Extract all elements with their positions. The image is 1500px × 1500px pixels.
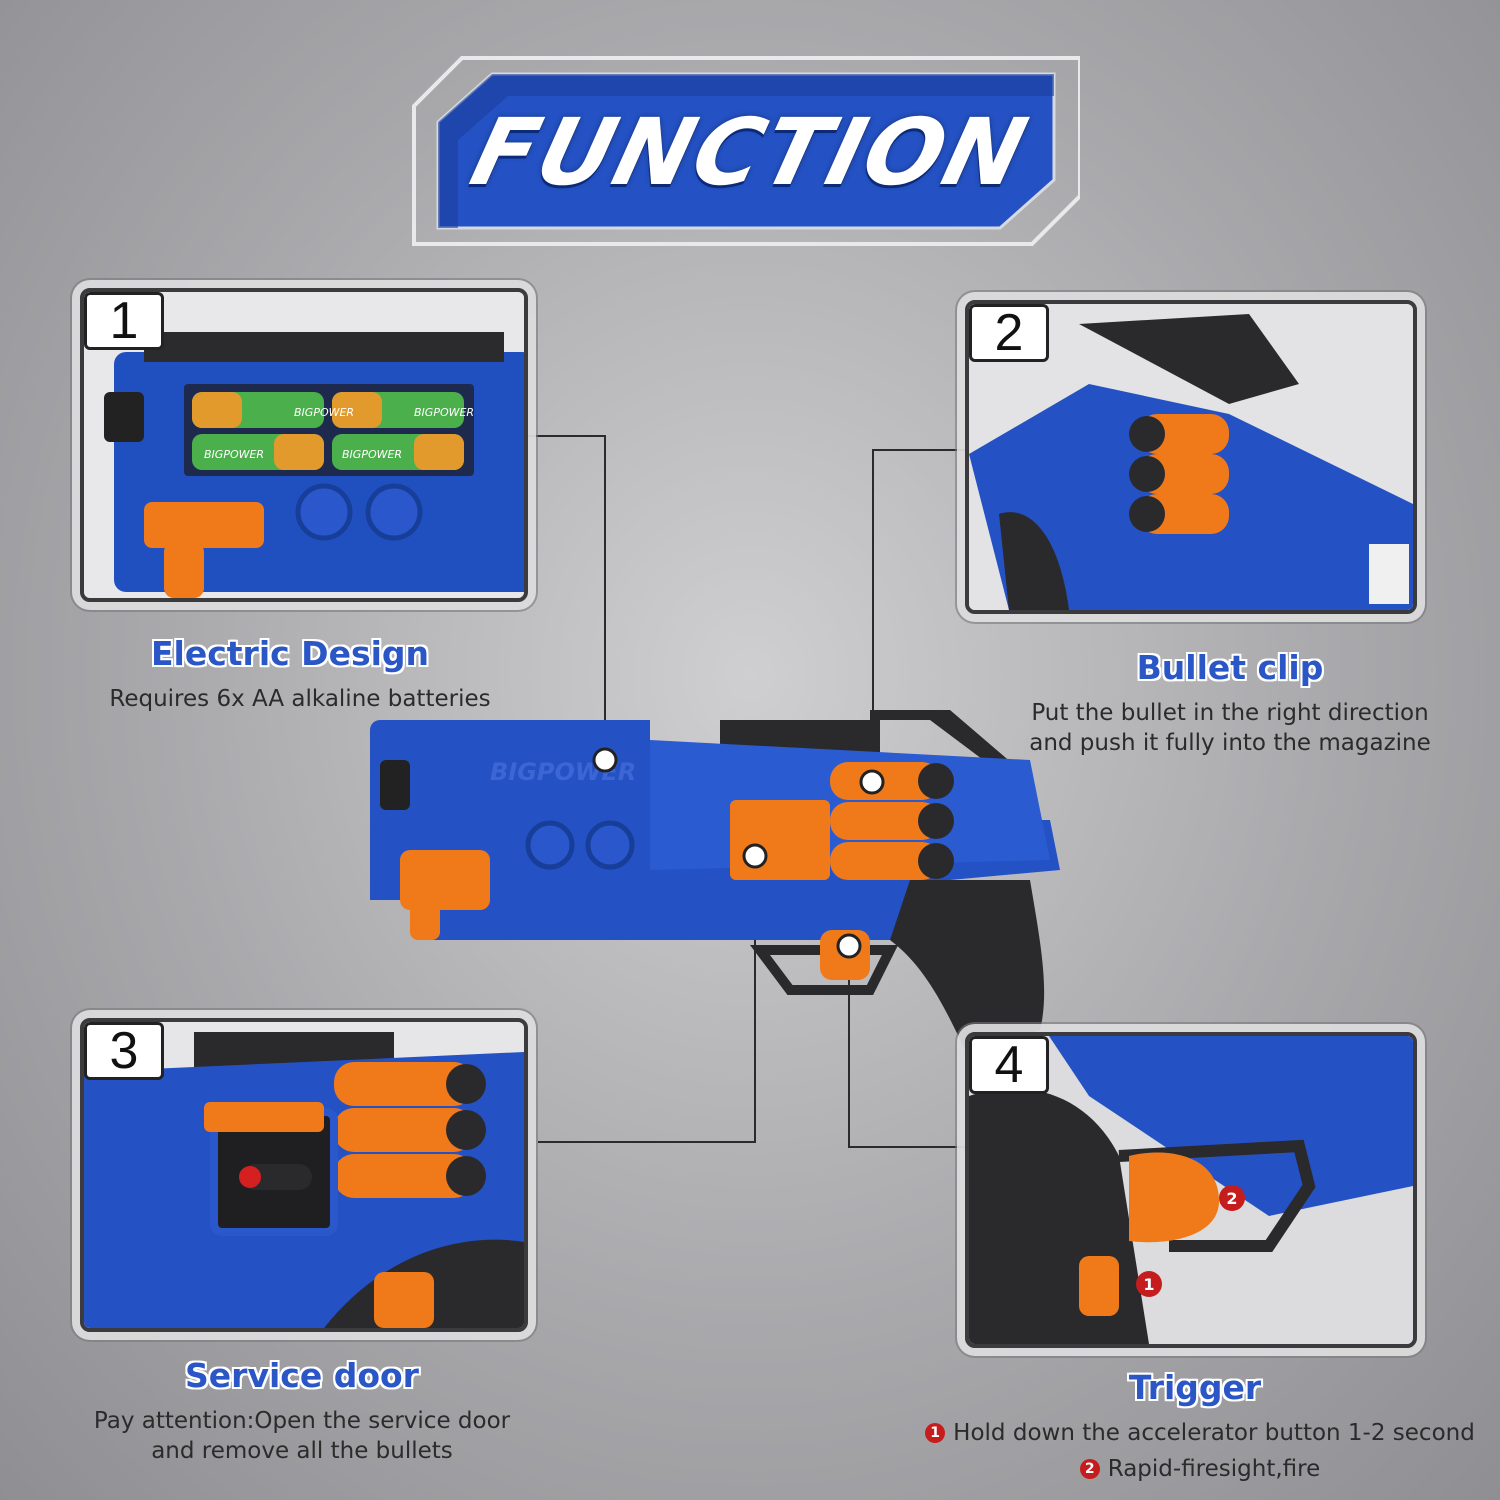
feature-number-badge: 4 — [969, 1036, 1049, 1094]
feature-title-service-door: Service door — [185, 1356, 419, 1395]
feature-description: Put the bullet in the right direction an… — [980, 698, 1480, 758]
callout-dot — [859, 769, 885, 795]
feature-title-trigger: Trigger — [1128, 1368, 1262, 1407]
description-line: Requires 6x AA alkaline batteries — [109, 686, 491, 712]
trigger-step: 1 Hold down the accelerator button 1-2 s… — [920, 1418, 1480, 1448]
dart-drum — [334, 1062, 486, 1198]
banner-title: FUNCTION — [461, 98, 1039, 206]
trigger-step-marker — [1219, 1185, 1245, 1211]
step-marker-icon: 1 — [925, 1423, 946, 1443]
battery-row-bottom — [192, 434, 464, 470]
svg-text:1: 1 — [1143, 1275, 1154, 1294]
description-line: Put the bullet in the right direction — [1031, 700, 1429, 726]
banner-frame — [412, 56, 1080, 246]
blaster-dart-drum — [830, 762, 954, 880]
feature-description: Requires 6x AA alkaline batteries — [40, 684, 560, 714]
panel-trigger: 2 1 4 — [965, 1032, 1417, 1348]
panel-service-door: 3 — [80, 1018, 528, 1332]
feature-number-badge: 1 — [84, 292, 164, 350]
battery-label: BIGPOWER — [414, 406, 474, 419]
dart-drum — [1129, 414, 1229, 534]
blaster-main-illustration: BIGPOWER — [370, 710, 1060, 1060]
svg-text:2: 2 — [1226, 1189, 1237, 1208]
description-line: Pay attention:Open the service door — [93, 1408, 511, 1434]
bullet-clip-illustration — [969, 304, 1413, 610]
battery-label: BIGPOWER — [342, 448, 402, 461]
battery-compartment-illustration: BIGPOWER BIGPOWER BIGPOWER BIGPOWER — [84, 292, 524, 598]
description-line: and push it fully into the magazine — [1029, 730, 1431, 756]
panel-electric-design: BIGPOWER BIGPOWER BIGPOWER BIGPOWER 1 — [80, 288, 528, 602]
trigger-step-marker — [1136, 1271, 1162, 1297]
callout-dot — [836, 933, 862, 959]
feature-title-bullet-clip: Bullet clip — [1136, 648, 1324, 687]
callout-dot — [592, 747, 618, 773]
feature-description: Pay attention:Open the service door and … — [42, 1406, 562, 1466]
feature-steps: 1 Hold down the accelerator button 1-2 s… — [920, 1418, 1480, 1484]
description-line: and remove all the bullets — [151, 1438, 453, 1464]
battery-row-top — [192, 392, 464, 428]
step-text: Rapid-firesight,fire — [1107, 1456, 1321, 1482]
panel-bullet-clip: 2 — [965, 300, 1417, 614]
battery-label: BIGPOWER — [204, 448, 264, 461]
callout-dot — [742, 843, 768, 869]
feature-number-badge: 3 — [84, 1022, 164, 1080]
service-door-illustration — [84, 1022, 524, 1328]
step-text: Hold down the accelerator button 1-2 sec… — [953, 1420, 1475, 1446]
feature-title-electric-design: Electric Design — [150, 634, 430, 673]
feature-number-badge: 2 — [969, 304, 1049, 362]
trigger-step: 2 Rapid-firesight,fire — [920, 1454, 1480, 1484]
battery-label: BIGPOWER — [294, 406, 354, 419]
step-marker-icon: 2 — [1079, 1459, 1100, 1479]
